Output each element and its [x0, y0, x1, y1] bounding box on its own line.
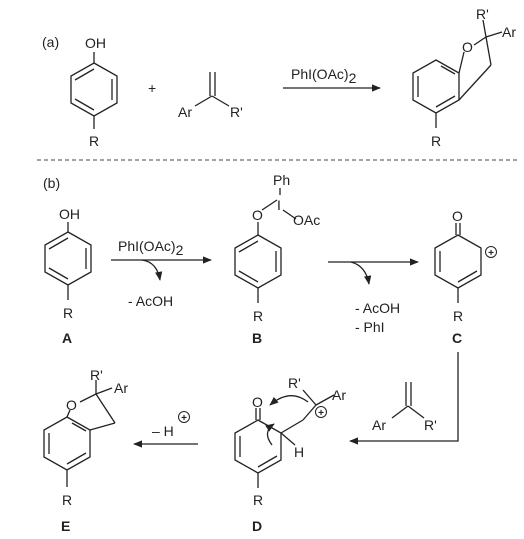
compound-b-ph-label: Ph — [273, 172, 290, 188]
compound-d-label: D — [252, 518, 262, 534]
compound-c: O + R C — [434, 208, 497, 346]
step1-loss-label: - AcOH — [128, 293, 173, 309]
step3-alkene-r1-label: R' — [424, 417, 437, 433]
step2-curved-arrow — [350, 261, 372, 285]
compound-a-label: A — [62, 330, 72, 346]
compound-d-h-label: H — [294, 444, 304, 460]
compound-d-curved-arrow-ring — [265, 423, 275, 446]
compound-e-r1-label: R' — [90, 367, 103, 383]
compound-c-charge-circle — [485, 246, 497, 258]
compound-b-o-label: O — [252, 207, 263, 223]
compound-c-r-label: R — [453, 308, 463, 324]
phenol-structure: OH R — [70, 35, 118, 149]
compound-d-r-label: R — [253, 492, 263, 508]
compound-d: O R' + Ar H R D — [234, 375, 346, 534]
compound-b-oac-label: OAc — [293, 212, 320, 228]
compound-d-charge: + — [318, 408, 324, 419]
panel-b: (b) OH R A PhI(OAc)2 - AcOH — [43, 172, 497, 534]
compound-c-charge: + — [488, 248, 494, 259]
step4-loss-label: – H — [152, 423, 174, 439]
product-ar-label: Ar — [502, 24, 516, 40]
compound-d-o-label: O — [252, 394, 263, 410]
panel-a: (a) OH R + Ar R' PhI(OAc)2 — [42, 6, 516, 149]
alkene-r1-label: R' — [230, 104, 243, 120]
plus-sign: + — [148, 80, 156, 96]
compound-b-label: B — [252, 330, 262, 346]
panel-a-tag: (a) — [42, 34, 59, 50]
step4-charge-circle — [178, 411, 190, 423]
compound-e-r-label: R — [62, 492, 72, 508]
compound-b-r-label: R — [253, 308, 263, 324]
compound-b-i-label: I — [277, 197, 281, 213]
compound-a-r-label: R — [63, 305, 73, 321]
compound-a-oh-label: OH — [59, 206, 80, 222]
step3-alkene: Ar R' — [372, 382, 437, 433]
alkene-ar-label: Ar — [178, 104, 192, 120]
step2-loss-acoh-label: - AcOH — [355, 300, 400, 316]
compound-c-label: C — [452, 330, 462, 346]
step3-arrow — [349, 352, 459, 445]
product-structure: O R' Ar R — [412, 6, 516, 149]
compound-e-o-label: O — [66, 397, 77, 413]
compound-a: OH R A — [44, 206, 92, 346]
panel-b-tag: (b) — [43, 175, 60, 191]
compound-b: Ph I O OAc R B — [234, 172, 320, 346]
compound-c-o-label: O — [452, 208, 463, 224]
product-o-label: O — [462, 39, 473, 55]
alkene-structure: Ar R' — [178, 72, 243, 120]
compound-e-ar-label: Ar — [114, 380, 128, 396]
compound-e-label: E — [61, 518, 70, 534]
product-r-label: R — [431, 133, 441, 149]
phenol-r-label: R — [89, 133, 99, 149]
compound-d-charge-circle — [315, 406, 327, 418]
step1-curved-arrow — [141, 259, 163, 281]
compound-d-curved-arrow-top — [269, 395, 309, 406]
step2-loss-phi-label: - PhI — [355, 319, 385, 335]
reagent-label-a: PhI(OAc)2 — [291, 66, 357, 86]
step3-alkene-ar-label: Ar — [372, 417, 386, 433]
compound-e: O R' Ar R E — [43, 367, 128, 534]
product-r1-label: R' — [476, 6, 489, 22]
step4-charge: + — [181, 413, 187, 424]
step1-reagent-label: PhI(OAc)2 — [118, 238, 184, 258]
compound-d-ar-label: Ar — [332, 387, 346, 403]
phenol-oh-label: OH — [85, 35, 106, 51]
compound-d-r1-label: R' — [288, 375, 301, 391]
